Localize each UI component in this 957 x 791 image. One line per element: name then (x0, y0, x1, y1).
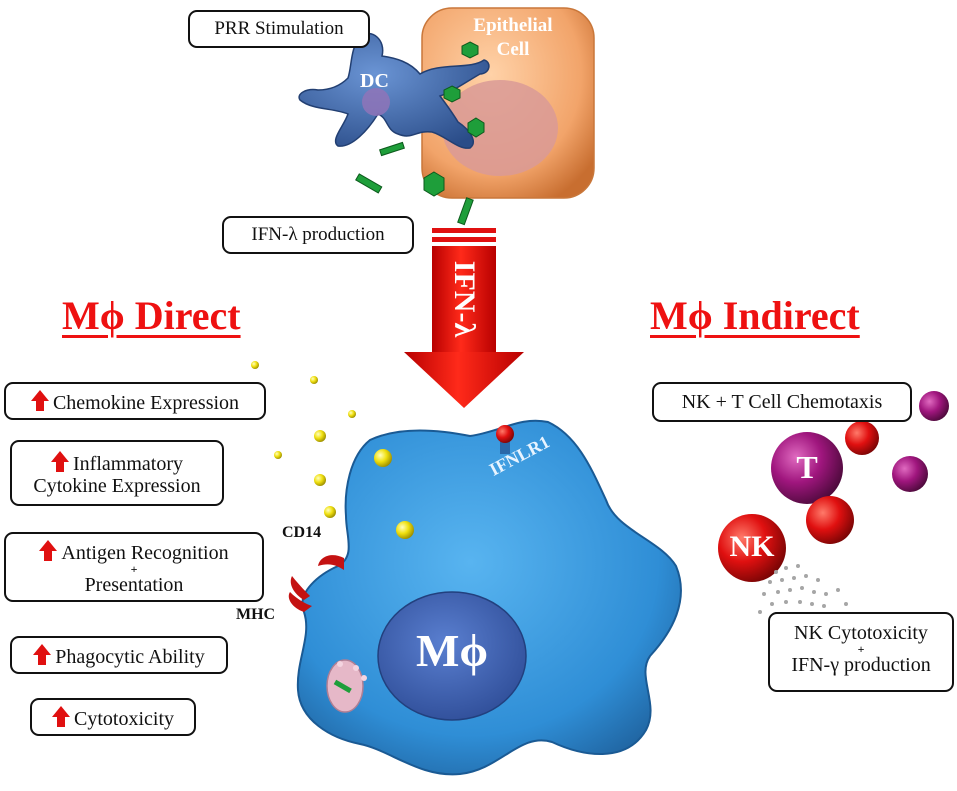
chemokine-expression-box: Chemokine Expression (4, 382, 266, 420)
t-cell-small (892, 456, 928, 492)
epithelial-label-line1: Epithelial (473, 15, 553, 36)
t-cell-small (919, 391, 949, 421)
dc-label: DC (360, 70, 389, 92)
indirect-heading: Mϕ Indirect (650, 293, 860, 338)
nk-cytotoxicity-line1: NK Cytotoxicity (794, 622, 928, 644)
direct-item-plus: + (130, 562, 138, 576)
prr-stimulation-box: PRR Stimulation (188, 10, 370, 48)
chemokine-particles (251, 361, 414, 539)
ifn-production-box: IFN-λ production (222, 216, 414, 254)
chemotaxis-box: NK + T Cell Chemotaxis (652, 382, 912, 422)
nk-cytotoxicity-plus: + (857, 642, 865, 656)
immune-cells (718, 391, 949, 582)
increase-arrow-icon (52, 706, 70, 728)
macrophage-label: Mϕ (415, 625, 489, 676)
increase-arrow-icon (33, 644, 52, 666)
direct-item-label: Cytokine Expression (33, 475, 201, 497)
phagocytic-ability-box: Phagocytic Ability (10, 636, 228, 674)
macrophage-cell (296, 419, 682, 776)
macrophage-nucleus (377, 591, 527, 721)
direct-item-label: Antigen Recognition (61, 542, 229, 564)
nk-cytotoxicity-line2: IFN-γ production (791, 654, 931, 676)
ifn-lambda-particles (355, 41, 485, 226)
nk-cell-small (806, 496, 854, 544)
epithelial-label: Epithelial Cell (452, 14, 574, 62)
direct-heading: Mϕ Direct (62, 293, 241, 338)
increase-arrow-icon (30, 390, 49, 412)
direct-item-label: Cytotoxicity (74, 708, 174, 730)
ifn-lambda-arrow-label: IFN-λ (448, 260, 481, 338)
nk-cell-small (845, 421, 879, 455)
ifnlr1-receptor (496, 425, 514, 454)
antigen-recognition-box: Antigen Recognition + Presentation (4, 532, 264, 602)
increase-arrow-icon (51, 451, 70, 473)
dc-nucleus (362, 88, 390, 116)
epithelial-nucleus (442, 80, 558, 176)
t-cell-label: T (796, 449, 818, 485)
ifn-production-label: IFN-λ production (251, 224, 385, 245)
cytotoxicity-box: Cytotoxicity (30, 698, 196, 736)
epithelial-label-line2: Cell (496, 39, 530, 60)
mhc-receptor (288, 576, 312, 612)
ifn-lambda-arrow (404, 228, 524, 408)
chemotaxis-label: NK + T Cell Chemotaxis (681, 391, 883, 413)
cd14-receptor (318, 555, 344, 570)
direct-item-label: Presentation (84, 574, 184, 596)
mhc-label: MHC (236, 606, 276, 623)
nk-cytotoxicity-box: NK Cytotoxicity + IFN-γ production (768, 612, 954, 692)
cd14-label: CD14 (282, 524, 322, 541)
nk-cell-label: NK (729, 530, 775, 563)
t-cell (771, 432, 843, 504)
nk-cell (718, 514, 786, 582)
cytotoxic-granules (758, 564, 848, 616)
direct-item-label: Phagocytic Ability (55, 646, 205, 668)
prr-stimulation-label: PRR Stimulation (214, 18, 344, 39)
dendritic-cell (298, 32, 490, 149)
increase-arrow-icon (39, 540, 58, 562)
direct-item-label: Chemokine Expression (52, 392, 240, 414)
inflammatory-cytokine-box: Inflammatory Cytokine Expression (10, 440, 224, 506)
direct-item-label: Inflammatory (73, 453, 183, 475)
